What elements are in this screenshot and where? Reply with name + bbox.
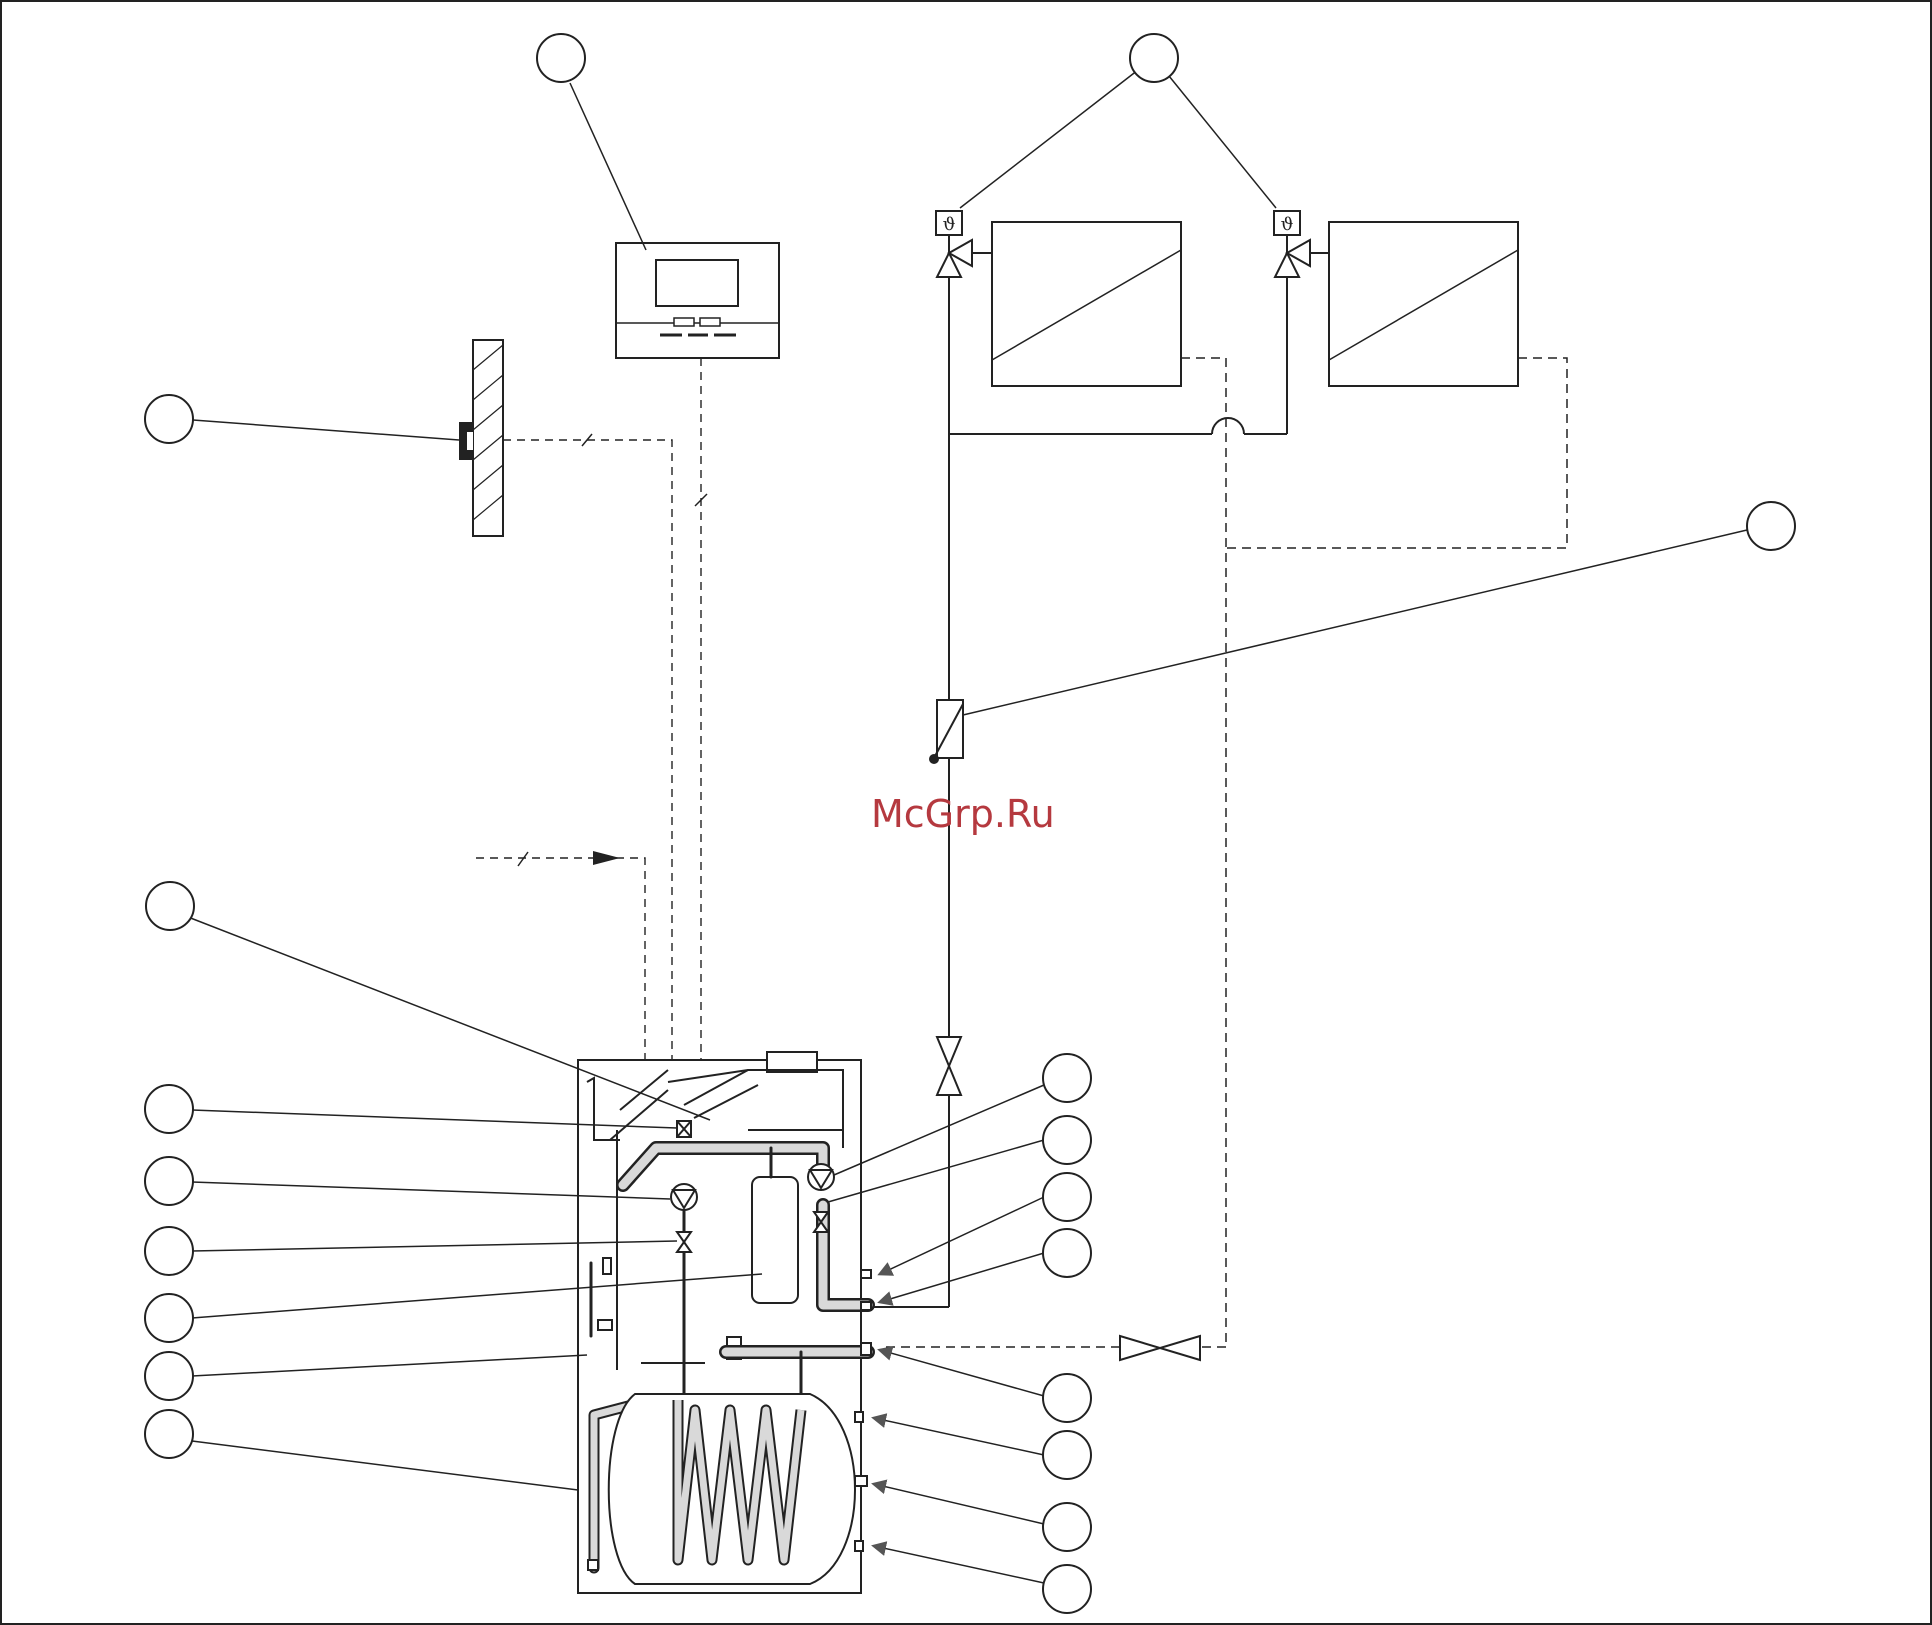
return-pipe-dashed (880, 357, 1568, 1348)
radiator-2 (1328, 221, 1519, 387)
storage-cylinder (607, 1393, 856, 1585)
callout-3 (144, 394, 194, 444)
watermark: McGrp.Ru (871, 792, 1055, 836)
callout-12 (1042, 1053, 1092, 1103)
callout-19 (1042, 1564, 1092, 1614)
thermostat-symbol: ϑ (1281, 214, 1294, 235)
bypass-valve-element (929, 699, 964, 764)
thermostat-symbol: ϑ (943, 214, 956, 235)
controller-display (655, 259, 739, 307)
callout-1 (536, 33, 586, 83)
callout-5 (145, 881, 195, 931)
callout-16 (1042, 1373, 1092, 1423)
callout-10 (144, 1351, 194, 1401)
callout-7 (144, 1156, 194, 1206)
shutoff-valve-flow (935, 1036, 963, 1096)
callout-9 (144, 1293, 194, 1343)
shutoff-valve-return (1119, 1334, 1201, 1362)
internal-hydraulic-pipes (588, 1141, 875, 1574)
thermostatic-valve-2: ϑ (1273, 210, 1329, 278)
callouts (144, 33, 1796, 1614)
thermostatic-valve-1: ϑ (935, 210, 992, 278)
callout-18 (1042, 1502, 1092, 1552)
radiator-1 (991, 221, 1182, 387)
outdoor-sensor (459, 339, 504, 537)
callout-4 (1746, 501, 1796, 551)
callout-15 (1042, 1228, 1092, 1278)
callout-13 (1042, 1115, 1092, 1165)
room-controller (615, 242, 780, 359)
callout-17 (1042, 1430, 1092, 1480)
boiler-connections (854, 1269, 872, 1552)
callout-14 (1042, 1172, 1092, 1222)
flow-pipe (873, 277, 1288, 1308)
callout-2 (1129, 33, 1179, 83)
callout-11 (144, 1409, 194, 1459)
leader-lines (187, 69, 1748, 1584)
signal-cables (476, 358, 702, 1060)
internal-components (587, 1120, 835, 1571)
signal-arrow (593, 851, 620, 865)
sensor-body (459, 422, 473, 460)
callout-8 (144, 1226, 194, 1276)
callout-6 (144, 1084, 194, 1134)
